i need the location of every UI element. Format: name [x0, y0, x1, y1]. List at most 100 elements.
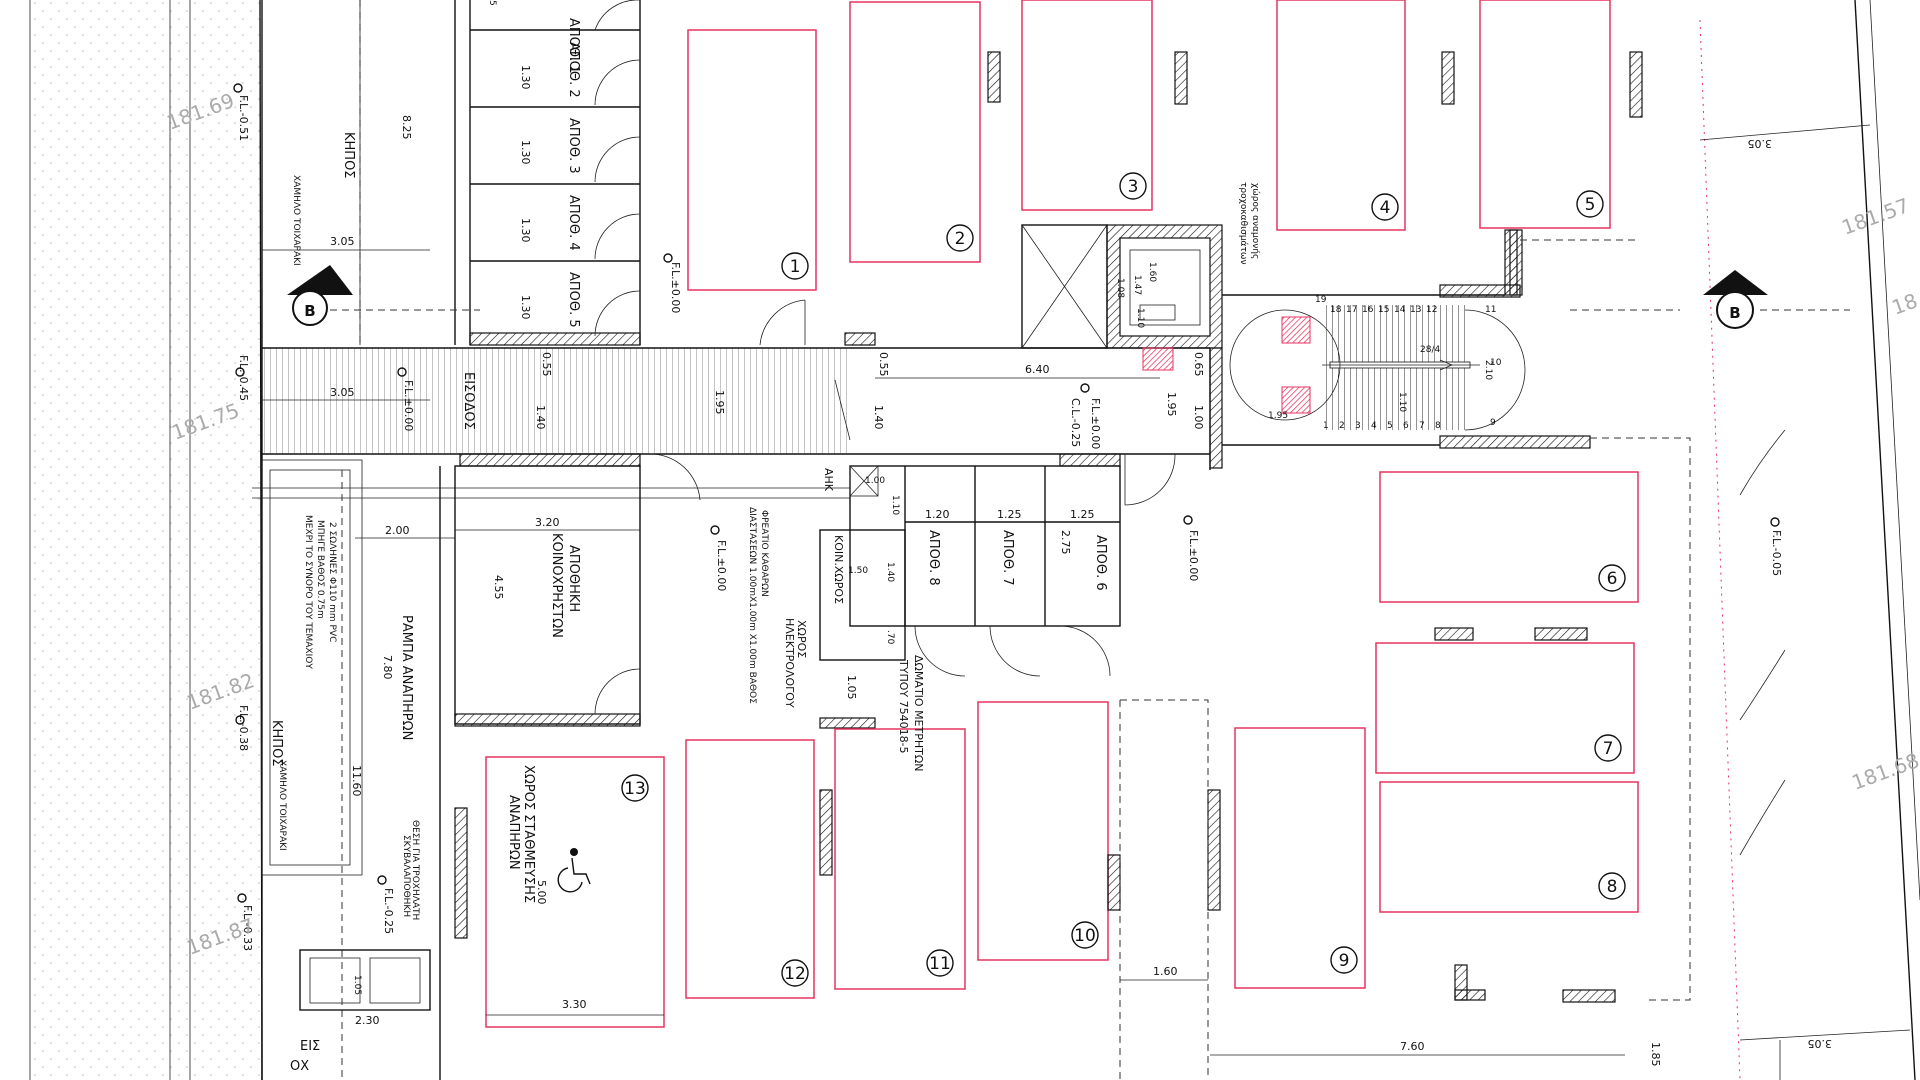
parking-number-11: 11	[926, 949, 954, 977]
dim-4-55: 4.55	[492, 575, 505, 600]
dim-6-40: 6.40	[1025, 363, 1050, 376]
level-fl-0-b: F.L.±0.00	[402, 380, 415, 431]
plan-text-stair_steps-3: 16	[1362, 305, 1374, 315]
electrician-label-2: ΗΛΕΚΤΡΟΛΟΓΟΥ	[783, 618, 796, 708]
level-fl-m051: F.L.-0.51	[237, 95, 250, 141]
dim-1-60: 1.60	[1153, 965, 1178, 978]
dim-0-55-a: 0.55	[540, 352, 553, 377]
plan-text-stair_steps-0: 19	[1315, 295, 1327, 305]
parking-number-2: 2	[946, 224, 974, 252]
dim-11-60: 11.60	[350, 765, 363, 797]
parking-spaces	[485, 0, 1691, 1080]
storage-label-2: ΑΠΟΘ. 2	[566, 42, 581, 98]
common-storage-label-2: ΚΟΙΝΟΧΡΗΣΤΩΝ	[549, 533, 564, 638]
disabled-parking-label-2: ΑΝΑΠΗΡΩΝ	[506, 795, 521, 870]
plan-text-stair_steps-11: 8	[1435, 421, 1441, 431]
dim-2-30: 2.30	[355, 1014, 380, 1027]
bottom-cut-label-2: ΟΧ	[290, 1059, 309, 1074]
storage-label-1: ΑΠΟΘ. 1	[566, 18, 581, 74]
common-storage-ramp	[261, 459, 641, 1080]
dim-0-70: .70	[885, 630, 895, 645]
section-marker-label: B	[304, 302, 315, 320]
dim-1-50: 1.50	[848, 566, 868, 576]
pipes-label-2: ΜΠΗΓΕ ΒΑΘΟΣ 0.75m	[315, 520, 325, 619]
plan-text-stair_steps-4: 15	[1378, 305, 1389, 315]
dim-1-20: 1.20	[925, 508, 950, 521]
plan-text-stair_steps-1: 18	[1330, 305, 1342, 315]
garden-label-top: ΚΗΠΟΣ	[341, 132, 356, 179]
spot-level-18: 18	[1889, 288, 1920, 319]
plan-text-parking_numbers-12: 13	[624, 779, 646, 799]
plan-text-stair_steps-7: 12	[1426, 305, 1437, 315]
dim-2-75: 2.75	[1059, 530, 1072, 555]
dim-3-05-a: 3.05	[330, 235, 355, 248]
bottom-cut-label-1: ΕΙΣ	[300, 1039, 320, 1054]
cleaning-pit-label-1: ΦΡΕΑΤΙΟ ΚΑΘΑΡΩΝ	[759, 510, 769, 597]
plan-text-parking_numbers-2: 3	[1128, 177, 1139, 197]
pipes-label-1: 2 ΣΩΛΗΝΕΣ Φ110 mm PVC	[327, 522, 337, 642]
dim-7-80: 7.80	[381, 655, 394, 680]
ahk-label: ΑΗΚ	[822, 468, 835, 492]
dim-3-20: 3.20	[535, 516, 560, 529]
dim-1-40-b: 1.40	[872, 405, 885, 430]
plan-text-parking_numbers-1: 2	[955, 229, 966, 249]
parking-number-6: 6	[1598, 564, 1626, 592]
dim-1-95-c: 1.95	[1268, 411, 1288, 421]
parking-number-10: 10	[1071, 921, 1099, 949]
dim-1-95-b: 1.95	[1165, 392, 1178, 417]
common-space-label: ΚΟΙΝ.ΧΩΡΟΣ	[832, 535, 845, 604]
meter-room-label-1: ΔΩΜΑΤΙΟ ΜΕΤΡΗΤΩΝ	[912, 655, 925, 771]
dim-1-05: 1.05	[845, 675, 858, 700]
ramp-label: ΡΑΜΠΑ ΑΝΑΠΗΡΩΝ	[399, 615, 414, 740]
dim-1-85: 1.85	[1649, 1042, 1662, 1067]
plan-text-stair_steps-17: 2	[1339, 421, 1345, 431]
dim-1-00-b: 1.00	[865, 476, 885, 486]
parking-number-4: 4	[1371, 193, 1399, 221]
dim-0-55-b: 0.55	[877, 352, 890, 377]
entrance-corridor	[252, 299, 1210, 506]
plan-text-parking_numbers-7: 8	[1607, 877, 1618, 897]
dim-3-05-b: 3.05	[330, 386, 355, 399]
parking-number-7: 7	[1594, 734, 1622, 762]
dimension-annotations: 8.25 3.05 3.05 1.30 1.30 1.30 1.30 0.55 …	[262, 0, 1832, 1067]
level-fl-m038: F.L.-0.38	[237, 705, 250, 751]
refuge-label-2: τροχοκαθισμάτων	[1238, 182, 1248, 264]
dim-1-05-b: 1.05	[352, 975, 362, 995]
level-cl-m025: C.L.-0.25	[1069, 398, 1082, 447]
plan-text-parking_numbers-10: 11	[929, 954, 951, 974]
plan-text-stair_steps-15: 4	[1371, 421, 1377, 431]
storage-label-4: ΑΠΟΘ. 4	[566, 195, 581, 251]
dim-1-60-b: 1.60	[1147, 262, 1157, 282]
dim-1-40-a: 1.40	[534, 405, 547, 430]
pipes-label-3: ΜΕΧΡΙ ΤΟ ΣΥΝΟΡΟ ΤΟΥ ΤΕΜΑΧΙΟΥ	[303, 515, 313, 669]
dim-3-05-c: 3.05	[1748, 137, 1773, 150]
plan-text-stair_steps-12: 7	[1419, 421, 1425, 431]
dim-1-10-c: 1.10	[1397, 392, 1407, 412]
parking-number-12: 12	[781, 959, 809, 987]
section-marker-right: B	[1570, 270, 1850, 329]
level-fl-0-c: F.L.±0.00	[715, 540, 728, 591]
dim-1-30-c: 1.30	[519, 218, 532, 243]
dim-1-00: 1.00	[1192, 405, 1205, 430]
cleaning-pit-label-2: ΔΙΑΣΤΑΣΕΩΝ 1.00mX1.00m X1.00m ΒΑΘΟΣ	[747, 507, 757, 704]
storage-label-3: ΑΠΟΘ. 3	[566, 118, 581, 174]
plan-text-parking_numbers-8: 9	[1339, 951, 1350, 971]
parking-number-8: 8	[1598, 872, 1626, 900]
wheelchair-icon	[557, 848, 591, 893]
dim-1-30-d: 1.30	[519, 295, 532, 320]
plan-text-stair_steps-8: 11	[1485, 305, 1496, 315]
plan-text-stair_steps-18: 1	[1323, 421, 1329, 431]
spot-level-18168: 181.68	[1849, 748, 1920, 794]
plan-text-stair_steps-10: 9	[1490, 418, 1496, 428]
plan-text-stair_steps-5: 14	[1394, 305, 1406, 315]
garden-label-bottom: ΚΗΠΟΣ	[269, 720, 284, 767]
left-garden-area	[29, 0, 361, 1080]
plan-text-stair_steps-9: 10	[1490, 358, 1502, 368]
dim-2-00: 2.00	[385, 524, 410, 537]
wheelchair-bin-label-2: ΣΚΥΒΑΛΑΠΟΘΗΚΗ	[401, 835, 411, 917]
storage-label-5: ΑΠΟΘ. 5	[566, 272, 581, 328]
dim-3-05-d: 3.05	[1808, 1037, 1833, 1050]
dim-2-10: 2.10	[1483, 360, 1493, 380]
stair-step-numbers: 19 18 17 16 15 14 13 12 11 10 9 8 7 6 5 …	[1315, 295, 1502, 431]
